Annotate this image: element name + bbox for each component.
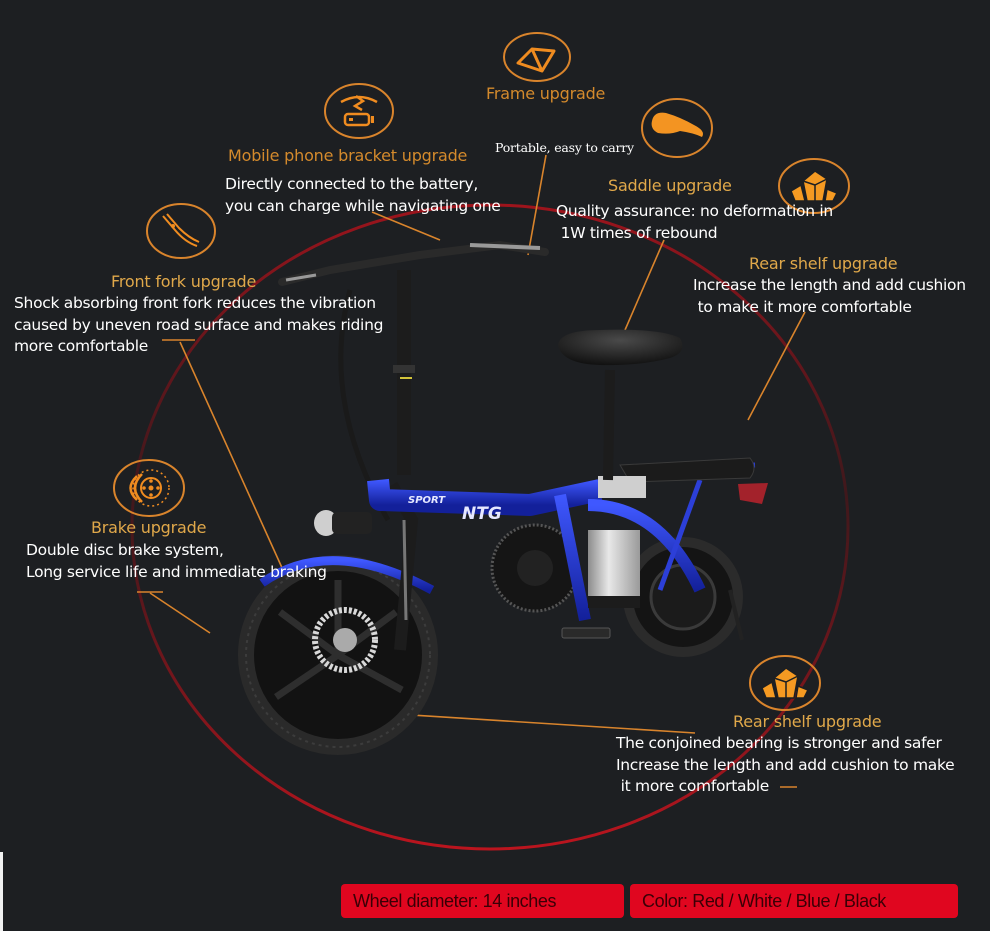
feature-title: Front fork upgrade: [111, 272, 257, 291]
feature-title: Mobile phone bracket upgrade: [228, 146, 468, 165]
frame-label-sport: SPORT: [408, 495, 446, 506]
bike-frame-icon: [503, 32, 571, 82]
crystal-blocks-icon: [778, 158, 850, 214]
feature-description: Double disc brake system, Long service l…: [26, 541, 327, 581]
frame-label-ntg: NTG: [462, 504, 502, 524]
front-fork-icon: [146, 203, 216, 259]
feature-title: Saddle upgrade: [608, 176, 732, 195]
feature-title: Rear shelf upgrade: [749, 254, 898, 273]
phone-charging-icon: [324, 83, 394, 139]
feature-title: Brake upgrade: [91, 518, 207, 537]
feature-description: Directly connected to the battery, you c…: [225, 175, 501, 215]
e-bike-image: SPORT NTG: [238, 240, 768, 755]
feature-description: Shock absorbing front fork reduces the v…: [14, 294, 384, 355]
spec-wheel-diameter: Wheel diameter: 14 inches: [341, 884, 624, 918]
feature-description: Increase the length and add cushion to m…: [693, 276, 966, 316]
crystal-blocks-icon: [749, 655, 821, 711]
disc-brake-icon: [113, 459, 185, 517]
spec-colors: Color: Red / White / Blue / Black: [630, 884, 958, 918]
red-ring: [130, 203, 850, 851]
leader-lines: [137, 154, 806, 788]
feature-description: Quality assurance: no deformation in 1W …: [556, 202, 833, 242]
feature-description: The conjoined bearing is stronger and sa…: [616, 734, 955, 795]
feature-title: Frame upgrade: [486, 84, 606, 103]
feature-title: Rear shelf upgrade: [733, 712, 882, 731]
feature-description: Portable, easy to carry: [495, 140, 634, 155]
edge-strip: [0, 852, 3, 931]
saddle-icon: [641, 98, 713, 158]
